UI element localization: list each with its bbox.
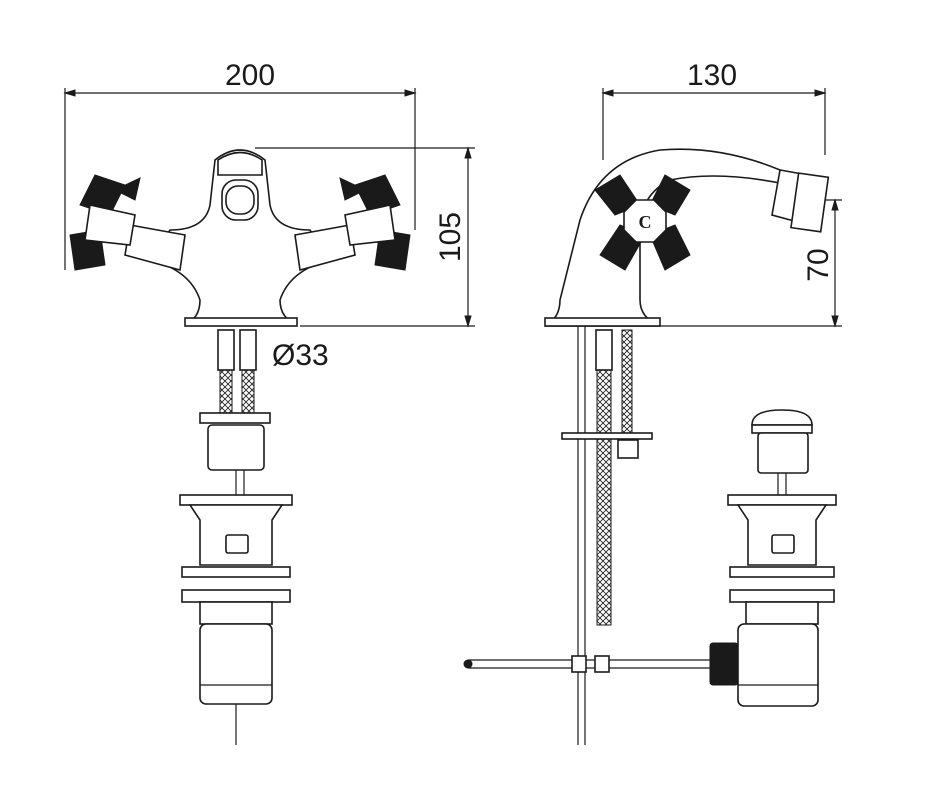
depth-label: 130 [687,59,737,92]
side-view: 130 70 C [463,59,842,745]
diameter-label: Ø33 [272,339,329,372]
left-cross-handle [69,174,141,271]
pop-up-waste-side [727,409,837,707]
right-cross-handle [339,174,411,271]
front-view: 200 105 [63,59,475,745]
width-dimension-200: 200 [63,59,417,270]
side-cross-handle: C [594,174,691,271]
mixer-body-front [124,149,356,327]
mixer-body-side [544,148,830,327]
cold-indicator: C [639,212,652,232]
width-label: 200 [225,59,275,92]
depth-dimension-130: 130 [601,59,827,160]
height-dimension-105: 105 [255,146,475,328]
spout-height-label: 70 [802,248,835,281]
pop-up-waste-front [179,412,293,745]
fixing-rod-and-hose [561,326,653,745]
height-label: 105 [434,212,467,262]
pop-up-rod [463,642,739,686]
supply-hoses-front: Ø33 [217,329,329,416]
spout-height-dimension-70: 70 [660,198,842,328]
